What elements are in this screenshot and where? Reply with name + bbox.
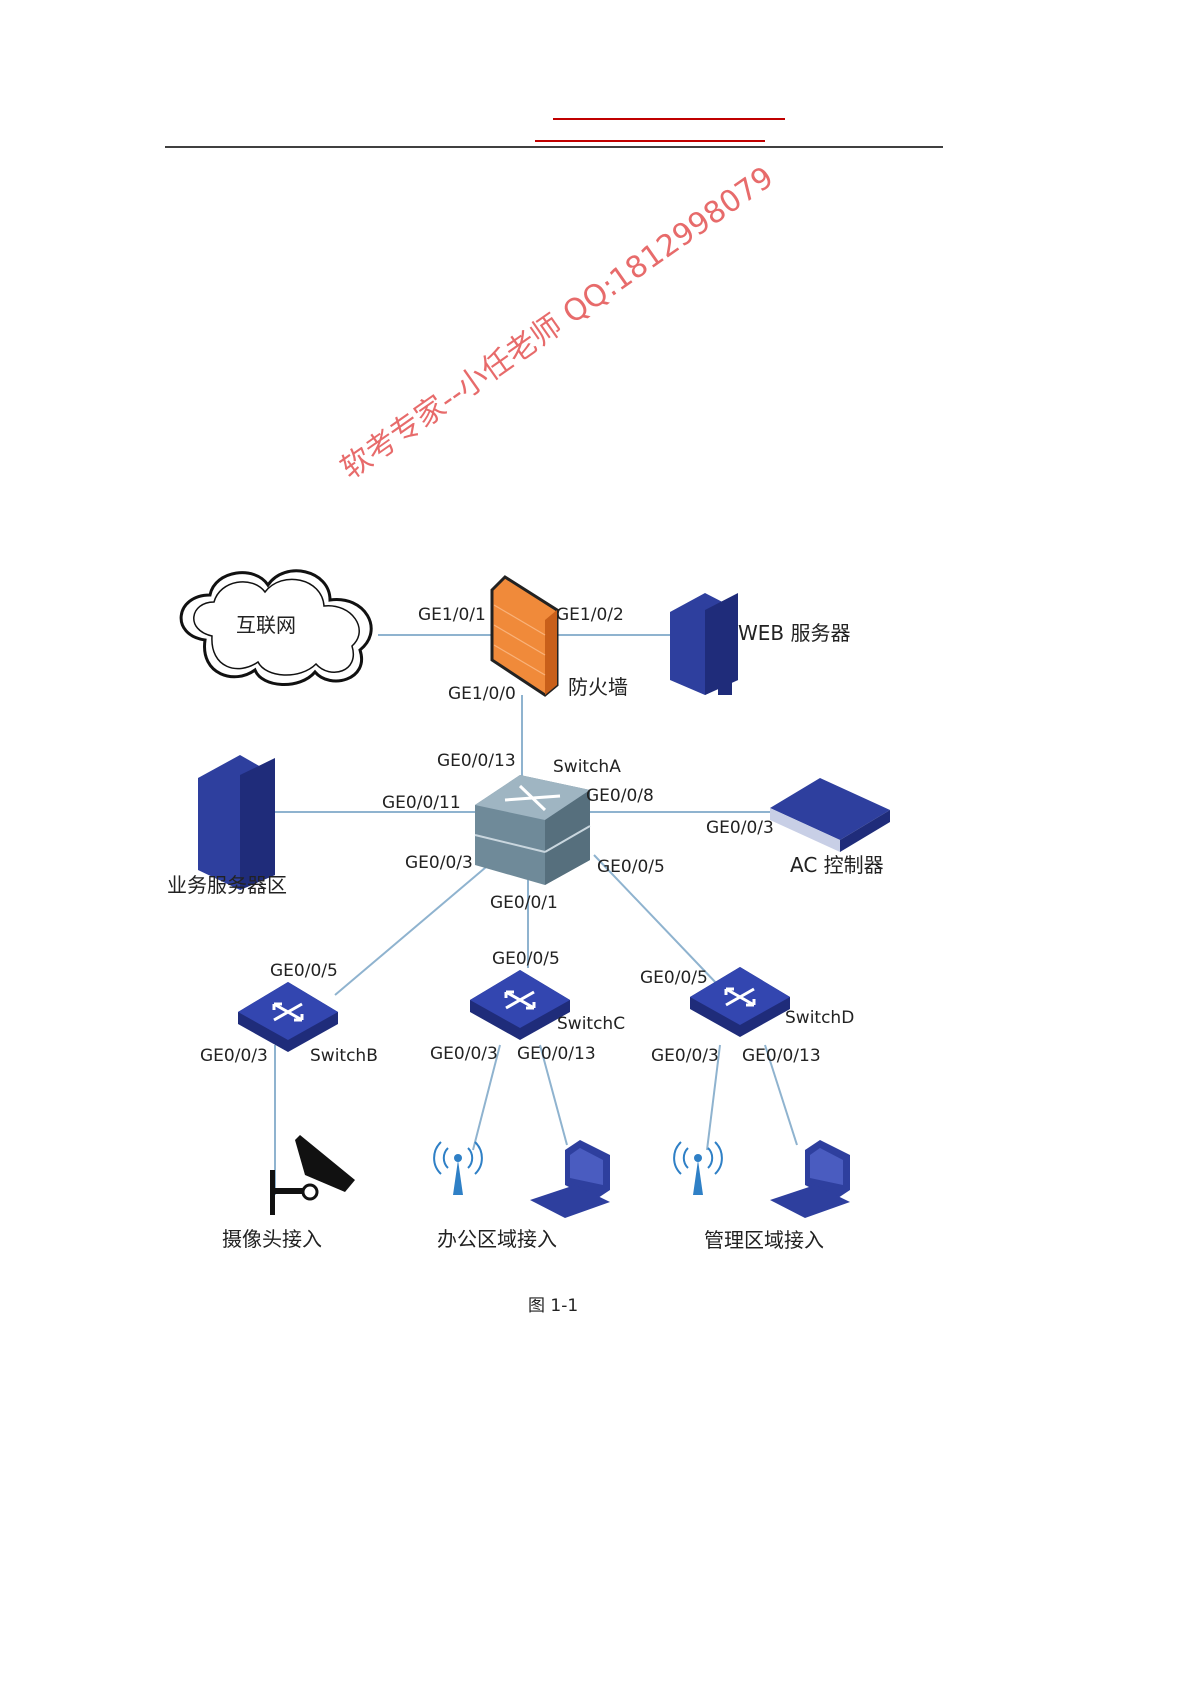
port-label: GE0/0/13 [517,1044,596,1064]
ac-controller-label: AC 控制器 [790,853,884,877]
port-label: GE0/0/3 [200,1046,268,1066]
port-label: GE0/0/3 [405,853,473,873]
port-label: GE0/0/3 [651,1046,719,1066]
ac-controller-icon [770,778,890,852]
port-label: GE0/0/11 [382,793,461,813]
pc-icon [770,1140,850,1218]
business-server-icon [198,755,275,890]
office-access-label: 办公区域接入 [437,1227,557,1251]
firewall-label: 防火墙 [568,675,628,699]
firewall-icon [492,577,557,695]
switch-a-label: SwitchA [553,757,621,777]
link-switcha-switchb [335,862,492,995]
port-label: GE0/0/5 [597,857,665,877]
switch-c-label: SwitchC [557,1014,625,1034]
port-label: GE0/0/1 [490,893,558,913]
port-label: GE0/0/13 [437,751,516,771]
port-label: GE0/0/5 [640,968,708,988]
port-label: GE0/0/13 [742,1046,821,1066]
switch-b-label: SwitchB [310,1046,378,1066]
web-server-label: WEB 服务器 [738,621,851,645]
port-label: GE1/0/1 [418,605,486,625]
wireless-ap-icon [674,1142,722,1195]
switch-b-icon [238,982,338,1052]
port-label: GE1/0/0 [448,684,516,704]
business-servers-label: 业务服务器区 [167,873,287,897]
port-label: GE0/0/3 [706,818,774,838]
management-access-label: 管理区域接入 [704,1228,824,1252]
port-label: GE1/0/2 [556,605,624,625]
port-label: GE0/0/5 [270,961,338,981]
switch-d-label: SwitchD [785,1008,854,1028]
figure-caption: 图 1-1 [528,1296,578,1316]
camera-icon [270,1135,355,1215]
core-switch-icon [475,775,590,885]
wireless-ap-icon [434,1142,482,1195]
port-label: GE0/0/8 [586,786,654,806]
switch-c-icon [470,970,570,1040]
links [275,635,797,1195]
watermark: 软考专家--小任老师 QQ:1812998079 [335,160,781,487]
camera-access-label: 摄像头接入 [222,1227,322,1251]
web-server-icon [670,593,738,695]
port-label: GE0/0/5 [492,949,560,969]
port-label: GE0/0/3 [430,1044,498,1064]
pc-icon [530,1140,610,1218]
internet-label: 互联网 [236,613,296,637]
